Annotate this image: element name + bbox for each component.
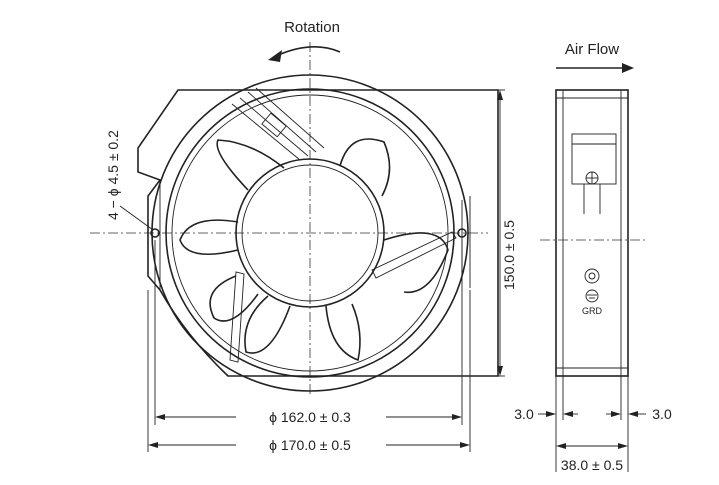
mounting-hole-left <box>150 228 160 238</box>
outer-ring <box>151 74 469 392</box>
outer-width-dim-label: ϕ 170.0 ± 0.5 <box>269 437 351 453</box>
blade-7 <box>244 295 291 354</box>
height-dim-label: 150.0 ± 0.5 <box>501 220 517 290</box>
support-struts <box>229 231 457 363</box>
terminal-block <box>571 133 617 185</box>
hole-spec-callout: 4 − ϕ 4.5 ± 0.2 <box>105 130 154 231</box>
blade-2 <box>339 138 391 197</box>
venturi-ring <box>171 94 449 372</box>
rotation-arrow-icon <box>275 46 341 57</box>
ground-mark-label: GRD <box>582 306 603 316</box>
rotation-indicator: Rotation <box>268 19 341 62</box>
fan-housing-outline <box>137 89 499 377</box>
width-dimensions: ϕ 162.0 ± 0.3 ϕ 170.0 ± 0.5 <box>147 240 471 453</box>
strut-left <box>229 271 245 363</box>
inner-ring <box>165 88 455 378</box>
strut-right <box>371 231 457 279</box>
depth-dim-label: 38.0 ± 0.5 <box>561 457 623 473</box>
side-housing <box>555 89 629 377</box>
inner-width-dim-label: ϕ 162.0 ± 0.3 <box>269 409 351 425</box>
ground-terminal-icon <box>584 268 600 284</box>
hole-leader-line <box>119 205 154 231</box>
air-flow-label: Air Flow <box>565 41 619 58</box>
lead-wires <box>231 87 325 161</box>
height-dimension: 150.0 ± 0.5 <box>497 89 517 377</box>
blade-6 <box>179 219 239 256</box>
mounting-hole-right <box>457 228 467 238</box>
fan-blades <box>179 138 449 362</box>
blade-1 <box>216 139 285 191</box>
hub-inner <box>241 164 379 302</box>
blade-4 <box>325 303 361 362</box>
side-dimensions: 3.0 3.0 38.0 ± 0.5 <box>514 376 672 473</box>
ground-symbol-icon <box>585 289 599 303</box>
left-offset-label: 3.0 <box>514 406 534 422</box>
air-flow-arrowhead-icon <box>622 63 634 73</box>
front-view <box>90 42 499 395</box>
blade-3 <box>383 232 449 294</box>
hub-outer <box>235 158 385 308</box>
right-offset-label: 3.0 <box>652 406 672 422</box>
wire-clamp <box>261 112 287 138</box>
hole-spec-label: 4 − ϕ 4.5 ± 0.2 <box>105 130 121 220</box>
blade-5 <box>209 275 259 322</box>
rotation-arrowhead-icon <box>268 50 282 62</box>
rotation-label: Rotation <box>284 19 340 36</box>
side-view: Air Flow GRD <box>540 41 646 377</box>
